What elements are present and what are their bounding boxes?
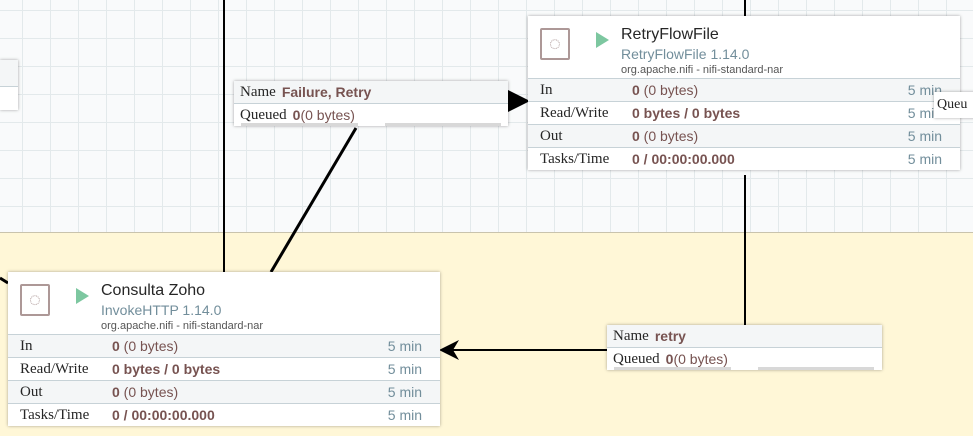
stat-label: In [540,81,553,98]
stat-value: 0 bytes / 0 bytes [632,105,741,121]
queued-size: (0 bytes) [300,107,355,123]
stat-label: Out [540,127,563,144]
stat-value: 0 bytes / 0 bytes [112,361,221,377]
name-label: Name [240,83,276,100]
queue-count-bar [614,367,731,370]
running-play-icon [596,32,609,48]
processor-type: InvokeHTTP 1.14.0 [101,302,222,318]
queued-label: Queu [937,97,968,112]
stat-label: Read/Write [20,360,89,377]
stat-size: (0 bytes) [119,338,179,354]
queued-count: 0 [292,107,301,123]
queued-label: Queued [613,350,660,367]
stat-time: 5 min [907,128,942,144]
processor-icon: ◌ [540,28,570,60]
partial-connection-label[interactable]: Queu [934,92,973,118]
stat-row-out: Out 0 (0 bytes) 5 min [8,380,440,403]
stat-label: Tasks/Time [540,150,610,167]
stat-row-readwrite: Read/Write 0 bytes / 0 bytes 5 min [528,101,960,124]
connection-name: retry [654,328,686,344]
stat-time: 5 min [387,407,422,423]
stat-label: Tasks/Time [20,406,90,423]
stat-time: 5 min [387,384,422,400]
processor-bundle: org.apache.nifi - nifi-standard-nar [101,320,264,332]
queued-size: (0 bytes) [673,351,728,367]
stat-row-in: In 0 (0 bytes) 5 min [528,78,960,101]
stat-value: 0 / 00:00:00.000 [112,407,215,423]
queue-size-bar [385,123,501,126]
processor-retryflowfile[interactable]: ◌ RetryFlowFile RetryFlowFile 1.14.0 org… [528,16,960,170]
stat-time: 5 min [387,361,422,377]
connection-label-failure-retry[interactable]: Name Failure, Retry Queued 0 (0 bytes) [234,81,508,126]
stat-label: Out [20,383,43,400]
stat-row-out: Out 0 (0 bytes) 5 min [528,124,960,147]
stat-time: 5 min [387,338,422,354]
stat-row-readwrite: Read/Write 0 bytes / 0 bytes 5 min [8,357,440,380]
name-label: Name [613,327,649,344]
stat-label: In [20,337,33,354]
stat-row-in: In 0 (0 bytes) 5 min [8,334,440,357]
queue-count-bar [241,123,358,126]
processor-name: Consulta Zoho [101,282,206,299]
stat-size: (0 bytes) [639,82,699,98]
stat-time: 5 min [907,105,942,121]
queued-count: 0 [665,351,674,367]
stat-label: Read/Write [540,104,609,121]
connection-line[interactable] [269,127,358,273]
processor-bundle: org.apache.nifi - nifi-standard-nar [621,64,784,76]
stat-value: 0 [112,384,120,400]
queued-label: Queued [240,106,287,123]
connection-arrow[interactable] [0,276,9,285]
stat-value: 0 [632,82,640,98]
stat-value: 0 [112,338,120,354]
stat-row-tasks: Tasks/Time 0 / 00:00:00.000 5 min [8,403,440,426]
stat-time: 5 min [907,151,942,167]
stat-size: (0 bytes) [639,128,699,144]
stat-value: 0 [632,128,640,144]
connection-name: Failure, Retry [281,84,372,100]
stat-time: 5 min [907,82,942,98]
running-play-icon [76,288,89,304]
partial-component[interactable] [0,60,18,110]
queue-size-bar [758,367,874,370]
processor-type: RetryFlowFile 1.14.0 [621,46,750,62]
stat-size: (0 bytes) [119,384,179,400]
processor-consulta-zoho[interactable]: ◌ Consulta Zoho InvokeHTTP 1.14.0 org.ap… [8,272,440,426]
stat-row-tasks: Tasks/Time 0 / 00:00:00.000 5 min [528,147,960,170]
stat-value: 0 / 00:00:00.000 [632,151,735,167]
processor-name: RetryFlowFile [621,26,719,43]
processor-icon: ◌ [20,284,50,316]
connection-label-retry[interactable]: Name retry Queued 0 (0 bytes) [607,325,882,370]
